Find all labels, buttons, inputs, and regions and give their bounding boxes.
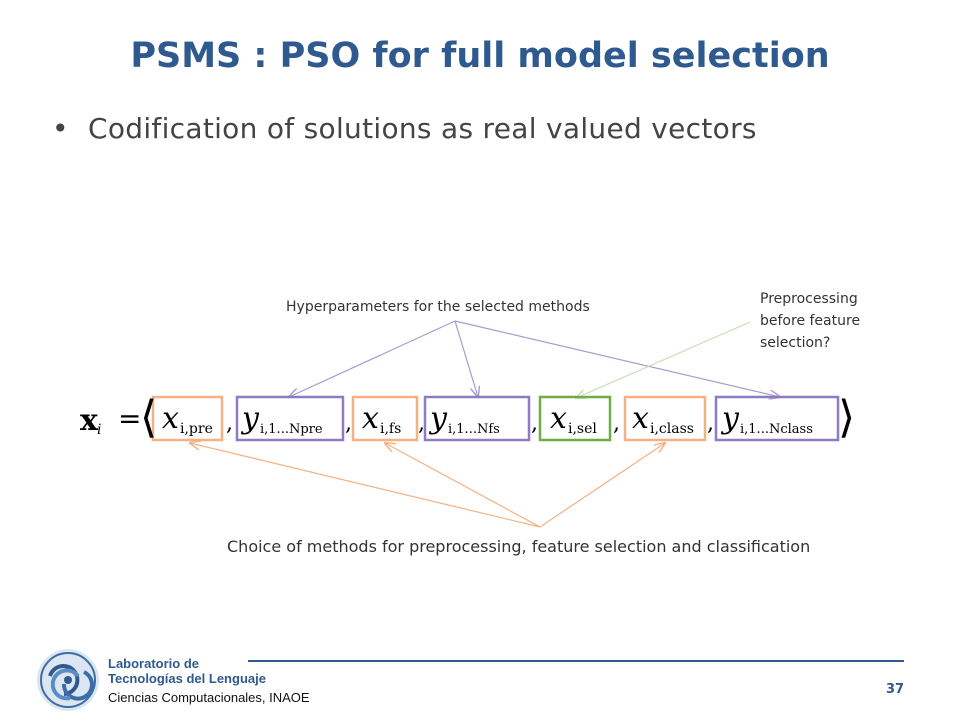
comma-1: , xyxy=(226,411,233,436)
term-y-nclass-var: y xyxy=(720,401,740,436)
choice-arrow-1 xyxy=(190,443,541,528)
choice-label: Choice of methods for preprocessing, fea… xyxy=(227,537,811,556)
formula-lhs-sub: i xyxy=(97,422,101,438)
term-y-nclass-sub: i,1...Nclass xyxy=(740,422,813,437)
term-x-fs-var: x xyxy=(362,401,379,436)
box-y-nfs xyxy=(423,395,531,442)
term-x-class-var: x xyxy=(632,401,649,436)
choice-arrow-2 xyxy=(385,443,541,528)
bullet-item: •Codification of solutions as real value… xyxy=(52,112,757,145)
choice-arrow-3 xyxy=(539,443,665,528)
term-x-sel-var: x xyxy=(550,401,567,436)
term-y-npre-var: y xyxy=(240,401,260,436)
term-x-class-sub: i,class xyxy=(650,421,694,437)
lab-name-line1: Laboratorio de xyxy=(108,656,200,671)
formula-lhs-var: x xyxy=(80,403,99,438)
comma-4: , xyxy=(531,411,538,436)
hyper-arrow-2 xyxy=(454,320,478,397)
box-x-class xyxy=(623,395,707,442)
hyperparameters-label: Hyperparameters for the selected methods xyxy=(286,299,590,315)
box-x-sel xyxy=(538,395,612,442)
term-y-nfs-sub: i,1...Nfs xyxy=(448,422,500,437)
term-x-sel-sub: i,sel xyxy=(568,421,597,437)
preprocessing-note-line2: before feature xyxy=(760,313,861,329)
formula-close-bracket: ⟩ xyxy=(838,392,855,443)
formula-open-bracket: ⟨ xyxy=(140,392,157,443)
comma-2: , xyxy=(345,411,352,436)
comma-6: , xyxy=(707,411,714,436)
preprocessing-note-line3: selection? xyxy=(760,335,831,351)
box-x-fs xyxy=(351,395,419,442)
lab-logo-icon xyxy=(37,649,99,711)
institution-label: Ciencias Computacionales, INAOE xyxy=(108,690,310,705)
box-y-nclass xyxy=(714,395,840,442)
comma-3: , xyxy=(418,411,425,436)
term-x-pre-sub: i,pre xyxy=(180,421,213,437)
footer-divider xyxy=(248,660,904,662)
slide-title: PSMS : PSO for full model selection xyxy=(130,36,830,76)
preprocessing-note-line1: Preprocessing xyxy=(760,291,858,307)
term-x-fs-sub: i,fs xyxy=(380,421,401,437)
preprocessing-arrow xyxy=(576,321,751,398)
formula-equals: = xyxy=(118,402,141,435)
term-y-npre-sub: i,1...Npre xyxy=(260,422,323,437)
bullet-text: Codification of solutions as real valued… xyxy=(88,112,757,145)
box-y-npre xyxy=(235,395,345,442)
hyper-arrow-1 xyxy=(289,320,456,397)
lab-name-line2: Tecnologías del Lenguaje xyxy=(108,671,266,686)
hyper-arrow-3 xyxy=(454,320,780,397)
term-x-pre-var: x xyxy=(162,401,179,436)
comma-5: , xyxy=(613,411,620,436)
term-y-nfs-var: y xyxy=(428,401,448,436)
box-x-pre xyxy=(151,395,224,442)
page-number: 37 xyxy=(886,682,905,697)
preprocessing-note: Preprocessing before feature selection? xyxy=(760,288,860,354)
